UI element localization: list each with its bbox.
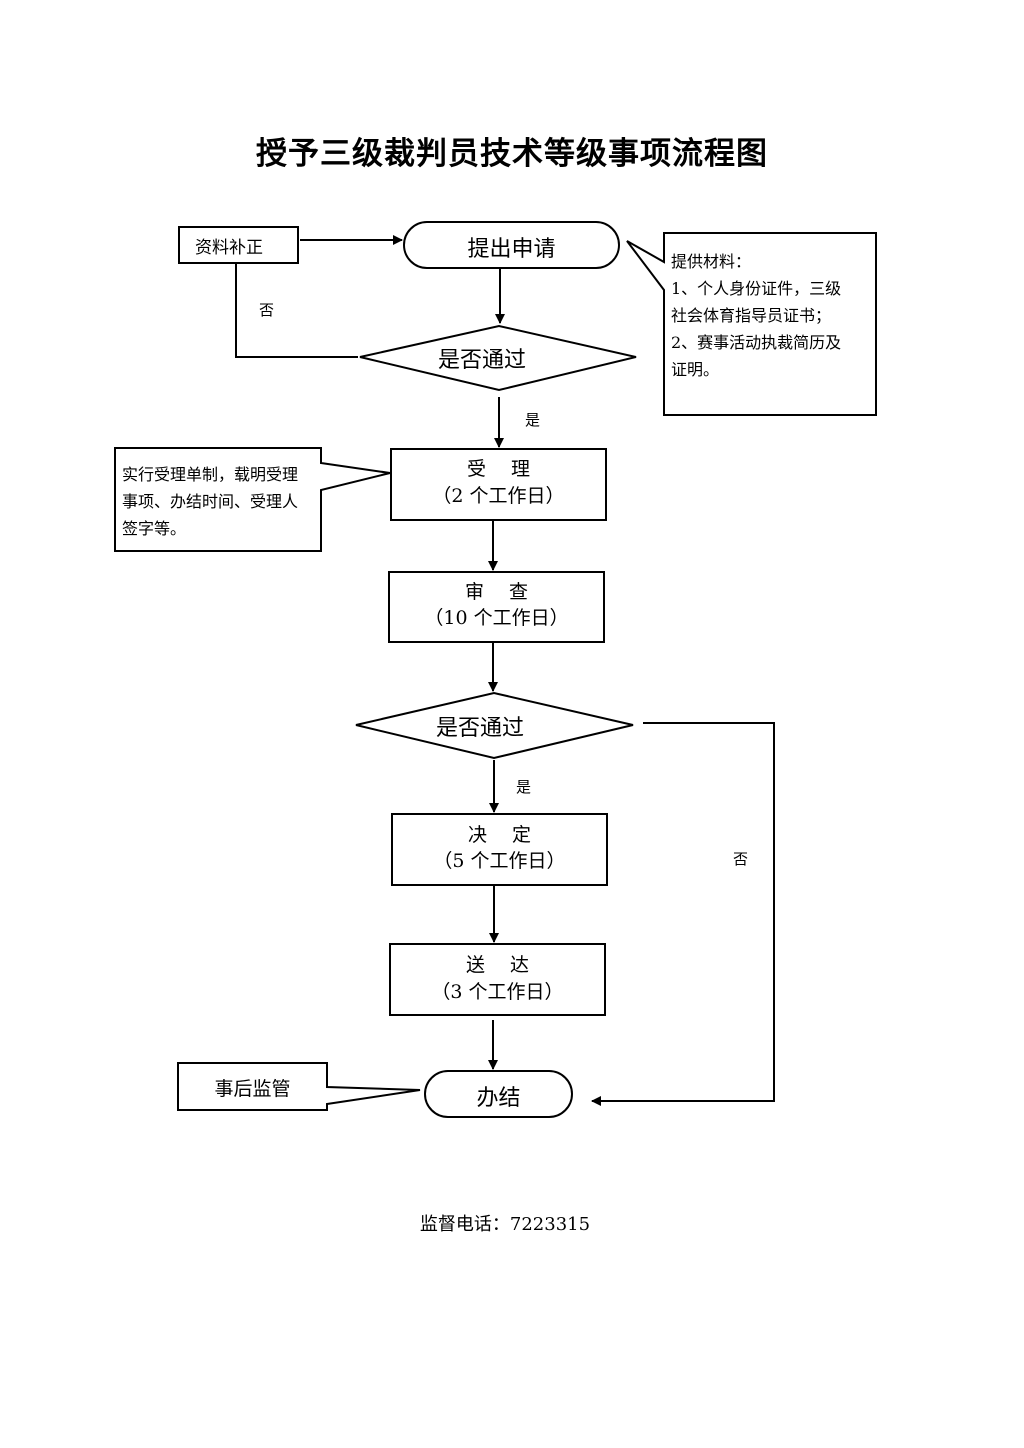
page-title: 授予三级裁判员技术等级事项流程图 — [256, 136, 768, 172]
materials-callout — [626, 232, 877, 416]
decision2-diamond — [355, 691, 634, 760]
line-decision1-no-to-supplement — [235, 264, 358, 358]
review-duration: （10 个工作日） — [424, 607, 569, 629]
arrow-decision2-no-to-finish — [591, 722, 775, 1106]
supervision-phone: 监督电话：7223315 — [419, 1214, 591, 1235]
decide-name: 决 定 — [467, 824, 532, 846]
accept-name: 受 理 — [466, 458, 531, 480]
edge-label-yes1: 是 — [525, 411, 541, 429]
materials-line: 社会体育指导员证书； — [671, 306, 832, 325]
decision1-diamond — [359, 324, 637, 392]
accept-box — [390, 448, 607, 521]
acceptance-line: 实行受理单制，载明受理 — [122, 465, 299, 484]
finish-terminator — [424, 1070, 573, 1118]
materials-line: 证明。 — [671, 360, 720, 379]
apply-label: 提出申请 — [467, 237, 556, 262]
apply-terminator — [403, 221, 620, 269]
materials-line: 2、赛事活动执裁简历及 — [671, 333, 842, 352]
edge-label-no1: 否 — [259, 301, 275, 319]
acceptance-note: 实行受理单制，载明受理 事项、办结时间、受理人 签字等。 — [122, 461, 320, 542]
acceptance-line: 签字等。 — [122, 519, 187, 538]
deliver-duration: （3 个工作日） — [431, 981, 564, 1003]
deliver-box — [389, 943, 606, 1016]
decision2-label: 是否通过 — [435, 716, 524, 741]
materials-line: 提供材料： — [671, 252, 752, 271]
finish-label: 办结 — [476, 1086, 521, 1111]
supplement-label: 资料补正 — [195, 238, 263, 258]
materials-line: 1、个人身份证件，三级 — [671, 279, 842, 298]
decide-box — [391, 813, 608, 886]
supplement-box — [178, 226, 299, 264]
deliver-name: 送 达 — [465, 954, 530, 976]
supervision-label: 事后监管 — [214, 1078, 291, 1100]
acceptance-line: 事项、办结时间、受理人 — [122, 492, 299, 511]
materials-note: 提供材料： 1、个人身份证件，三级 社会体育指导员证书； 2、赛事活动执裁简历及… — [671, 248, 876, 383]
supervision-callout — [177, 1062, 421, 1111]
decision1-label: 是否通过 — [437, 348, 526, 373]
edge-label-yes2: 是 — [516, 778, 532, 796]
edge-label-no2: 否 — [733, 850, 749, 868]
review-name: 审 查 — [464, 581, 529, 603]
accept-duration: （2 个工作日） — [432, 485, 565, 507]
acceptance-callout — [114, 447, 391, 552]
review-box — [388, 571, 605, 643]
decide-duration: （5 个工作日） — [433, 850, 566, 872]
